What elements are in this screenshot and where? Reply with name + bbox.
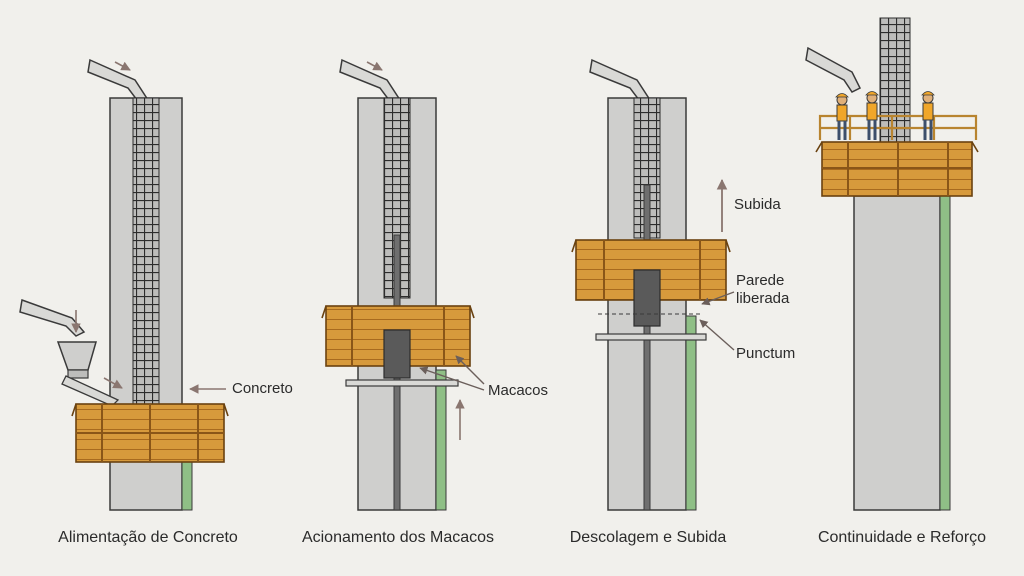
macacos-pointer [419, 366, 485, 391]
rebar-cage [132, 97, 160, 409]
punctum-pointer [699, 319, 735, 351]
jack-icon [383, 329, 411, 379]
side-chute [19, 298, 86, 337]
yoke-beam [595, 333, 707, 341]
caption-stage-4: Continuidade e Reforço [817, 529, 987, 546]
parede-pointer [701, 291, 735, 306]
wall [853, 195, 941, 511]
flow-arrow [114, 61, 131, 71]
yoke-beam [345, 379, 459, 387]
flow-arrow [366, 61, 383, 71]
stage-1-concrete-feeding [19, 58, 229, 511]
caption-stage-1: Alimentação de Concreto [58, 529, 238, 546]
green-strip [939, 195, 951, 511]
label-macacos: Macacos [488, 382, 549, 399]
label-subida: Subida [734, 196, 781, 213]
jack-icon [633, 269, 661, 327]
stage-4-continuity-reinforcement [805, 17, 979, 511]
stage-3-release-and-rise [571, 58, 735, 511]
rebar-cage [879, 17, 911, 145]
flow-arrow [103, 377, 123, 389]
hopper-spout [67, 369, 89, 379]
guard-rail [818, 114, 978, 140]
worker-icon [865, 91, 879, 140]
label-parede-line2: liberada [736, 290, 790, 307]
worker-icon [921, 91, 935, 140]
label-parede-line1: Parede [736, 272, 785, 289]
stage-2-jack-activation [321, 58, 485, 511]
hopper-icon [56, 341, 97, 371]
label-concreto: Concreto [232, 380, 293, 397]
label-punctum: Punctum [736, 345, 796, 362]
jack-rod [643, 184, 651, 511]
top-chute [805, 46, 862, 93]
caption-stage-3: Descolagem e Subida [569, 529, 727, 546]
label-parede-liberada: Parede liberada [736, 272, 789, 308]
worker-icon [835, 93, 849, 140]
green-strip [685, 315, 697, 511]
macacos-pointer [455, 355, 485, 385]
green-strip [435, 369, 447, 511]
caption-stage-2: Acionamento dos Macacos [301, 529, 495, 546]
